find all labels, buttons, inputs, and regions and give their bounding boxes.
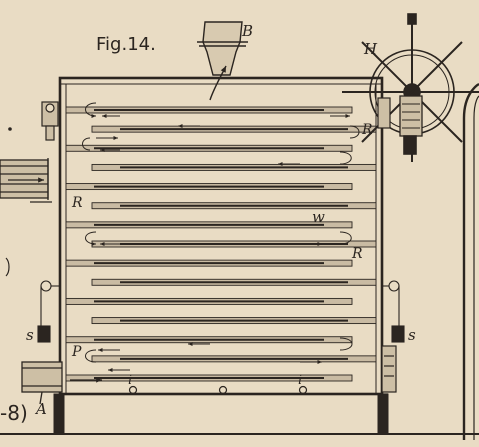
left-counterweight bbox=[37, 280, 60, 343]
label-weight-right: s bbox=[408, 326, 416, 344]
label-hole-left-i: i bbox=[128, 373, 132, 388]
shelf-stack bbox=[65, 106, 377, 382]
label-hand-wheel-h: H bbox=[363, 40, 378, 58]
bottom-inlet-pipe bbox=[21, 361, 388, 405]
label-plate-p: P bbox=[71, 344, 82, 360]
label-rack-mid: R bbox=[351, 246, 363, 262]
figure-title: Fig.14. bbox=[96, 34, 156, 55]
hand-wheel bbox=[342, 13, 479, 162]
right-lower-bracket bbox=[381, 345, 397, 393]
label-rack-upper: R bbox=[361, 122, 373, 138]
label-inlet-b: B bbox=[241, 22, 253, 40]
left-inlet-pipe bbox=[0, 158, 52, 203]
label-pipe-a: A bbox=[34, 400, 47, 418]
bottom-vent-holes bbox=[128, 385, 308, 395]
left-hinge-bracket bbox=[41, 101, 59, 141]
left-edge-marks bbox=[5, 127, 12, 277]
label-weight-left: s bbox=[26, 326, 34, 344]
right-counterweight bbox=[382, 280, 405, 343]
flow-arrows bbox=[82, 102, 360, 372]
label-rack-left: R bbox=[71, 195, 83, 211]
label-trough-w: w bbox=[312, 208, 325, 226]
side-note: -8) bbox=[0, 401, 28, 425]
label-hole-right-i: i bbox=[298, 373, 302, 388]
top-inlet-pipe bbox=[197, 21, 248, 101]
